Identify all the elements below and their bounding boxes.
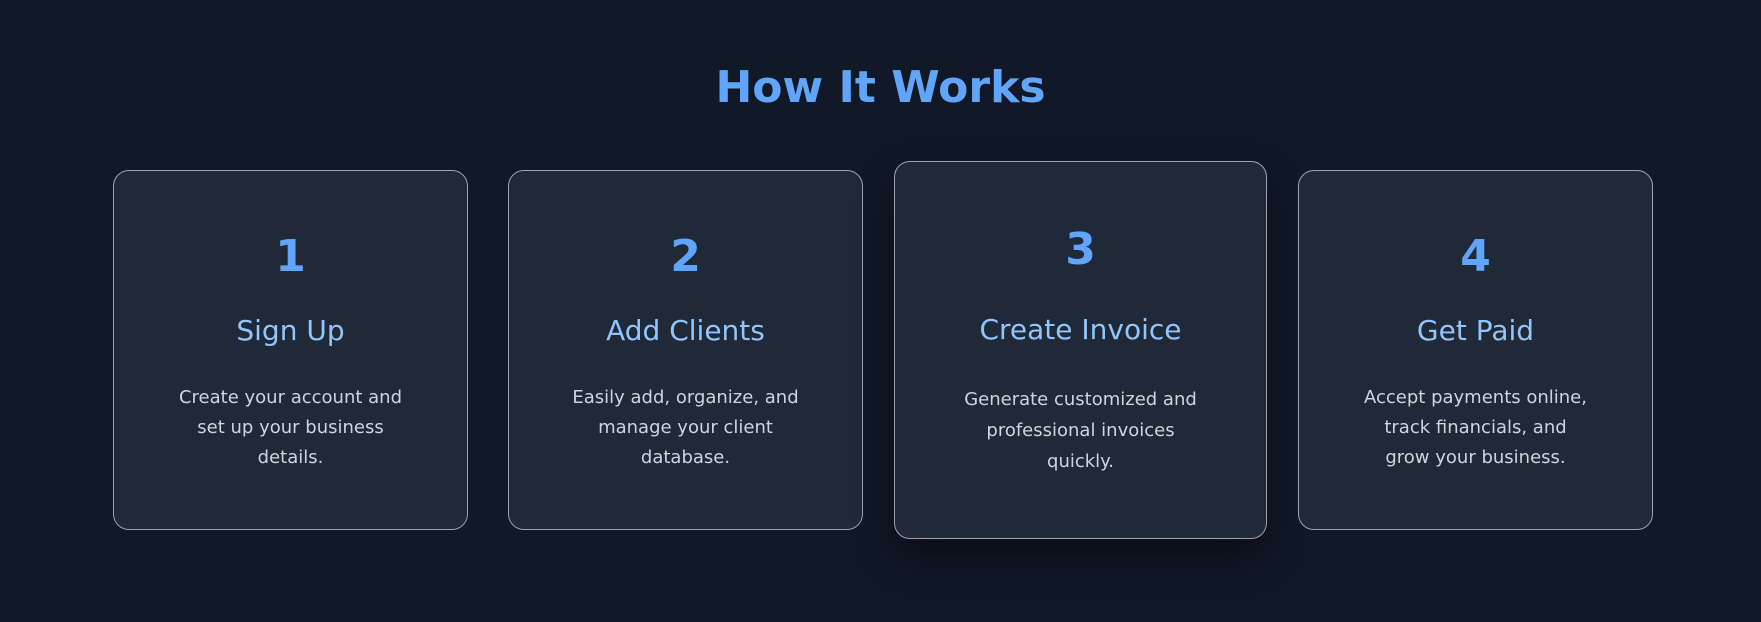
step-number: 4 bbox=[1460, 231, 1491, 282]
step-card-get-paid: 4 Get Paid Accept payments online, track… bbox=[1298, 170, 1653, 530]
step-description: Generate customized and professional inv… bbox=[964, 389, 1197, 472]
step-title: Sign Up bbox=[236, 314, 345, 347]
step-card-add-clients: 2 Add Clients Easily add, organize, and … bbox=[508, 170, 863, 530]
step-title: Create Invoice bbox=[979, 313, 1182, 346]
step-description: Accept payments online, track financials… bbox=[1364, 387, 1587, 468]
step-card-create-invoice: 3 Create Invoice Generate customized and… bbox=[894, 161, 1267, 539]
step-number: 1 bbox=[275, 231, 306, 282]
step-title: Get Paid bbox=[1416, 314, 1535, 347]
step-description: Create your account and set up your busi… bbox=[178, 387, 403, 468]
step-number: 3 bbox=[1065, 224, 1096, 275]
step-number: 2 bbox=[670, 231, 701, 282]
section-title: How It Works bbox=[715, 62, 1046, 113]
step-title: Add Clients bbox=[606, 314, 765, 347]
step-card-sign-up: 1 Sign Up Create your account and set up… bbox=[113, 170, 468, 530]
step-description: Easily add, organize, and manage your cl… bbox=[572, 387, 799, 468]
